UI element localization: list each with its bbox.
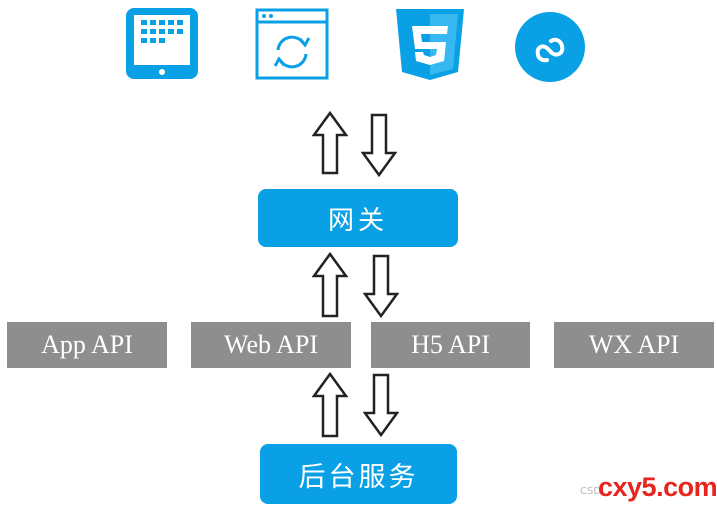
watermark-brand: cxy5.com [598,472,717,502]
api-box-wx: WX API [554,322,714,368]
watermark-small: CSD [580,486,602,497]
html5-icon [396,9,464,80]
gateway-box: 网关 [258,189,458,247]
arrow-down-icon [361,113,397,177]
web-browser-refresh-icon [255,8,329,80]
arrow-up-icon [312,252,348,318]
api-box-app: App API [7,322,167,368]
arrow-down-icon [363,254,399,318]
mini-program-icon [515,12,585,82]
api-box-web: Web API [191,322,351,368]
arrow-up-icon [312,372,348,438]
arrow-up-icon [312,111,348,175]
api-box-h5: H5 API [371,322,530,368]
api-label: H5 API [411,330,490,359]
tablet-icon [126,8,198,79]
api-label: App API [41,330,133,359]
backend-service-label: 后台服务 [298,461,419,493]
arrow-down-icon [363,373,399,437]
gateway-label: 网关 [327,205,388,236]
backend-service-box: 后台服务 [260,444,457,504]
api-label: Web API [224,330,318,359]
api-label: WX API [588,330,680,359]
